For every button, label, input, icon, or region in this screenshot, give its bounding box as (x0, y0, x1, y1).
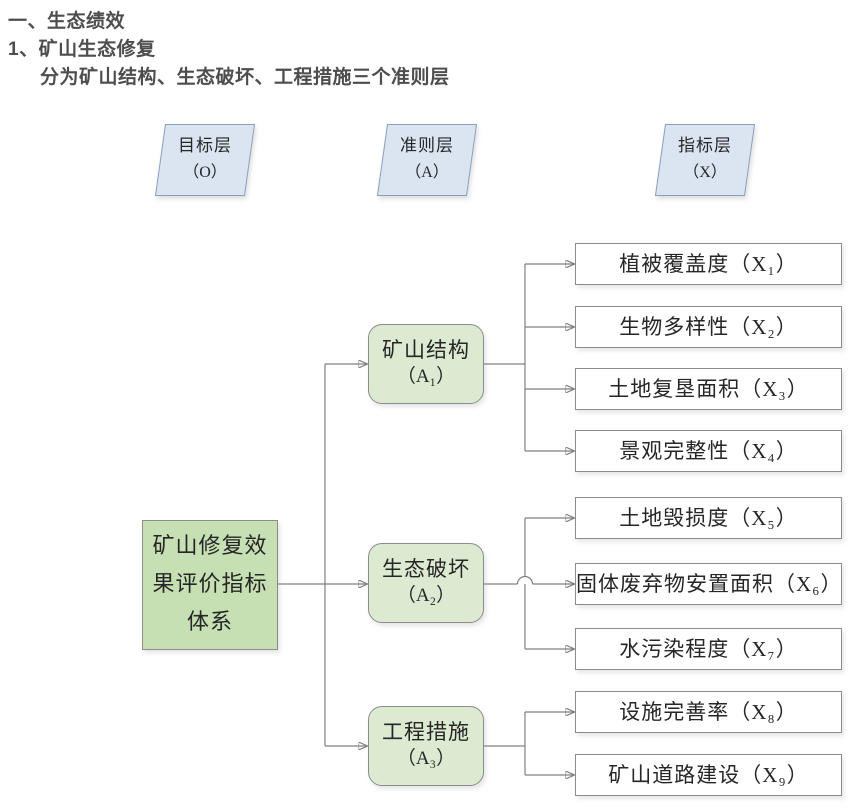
criterion-symbol: （A₃） (396, 748, 456, 769)
indicator-box-x4: 景观完整性（X₄） (575, 430, 842, 472)
layer-name: 准则层 (400, 136, 454, 155)
subsection-heading: 1、矿山生态修复 (8, 39, 156, 60)
criterion-box-a2: 生态破坏 （A₂） (368, 543, 484, 623)
criterion-name: 矿山结构 (382, 338, 470, 362)
criterion-box-a3: 工程措施 （A₃） (368, 706, 484, 786)
goal-line: 体系 (186, 609, 233, 634)
indicator-box-x3: 土地复垦面积（X₃） (575, 368, 842, 410)
goal-box: 矿山修复效 果评价指标 体系 (142, 520, 278, 650)
layer-symbol: （X） (683, 164, 727, 181)
criterion-name: 工程措施 (382, 720, 470, 744)
layer-name: 指标层 (678, 136, 732, 155)
section-heading: 一、生态绩效 (8, 11, 126, 32)
indicator-box-x2: 生物多样性（X₂） (575, 306, 842, 348)
indicator-box-x1: 植被覆盖度（X₁） (575, 243, 842, 285)
indicator-box-x7: 水污染程度（X₇） (575, 628, 842, 670)
criterion-name: 生态破坏 (382, 557, 470, 581)
goal-line: 矿山修复效 (152, 533, 268, 558)
subsection-description: 分为矿山结构、生态破坏、工程措施三个准则层 (40, 67, 450, 88)
layer-symbol: （O） (183, 164, 227, 181)
layer-tag-objective: 目标层 （O） (154, 124, 256, 196)
connector-line-hop (516, 575, 534, 585)
indicator-box-x5: 土地毁损度（X₅） (575, 497, 842, 539)
layer-symbol: （A） (405, 164, 449, 181)
indicator-box-x6: 固体废弃物安置面积（X₆） (575, 563, 842, 605)
criterion-symbol: （A₂） (396, 585, 456, 606)
layer-name: 目标层 (178, 136, 232, 155)
indicator-box-x8: 设施完善率（X₈） (575, 691, 842, 733)
criterion-box-a1: 矿山结构 （A₁） (368, 324, 484, 404)
goal-line: 果评价指标 (152, 571, 268, 596)
indicator-box-x9: 矿山道路建设（X₉） (575, 754, 842, 796)
criterion-symbol: （A₁） (396, 366, 456, 387)
layer-tag-criteria: 准则层 （A） (376, 124, 478, 196)
layer-tag-indicator: 指标层 （X） (654, 124, 756, 196)
